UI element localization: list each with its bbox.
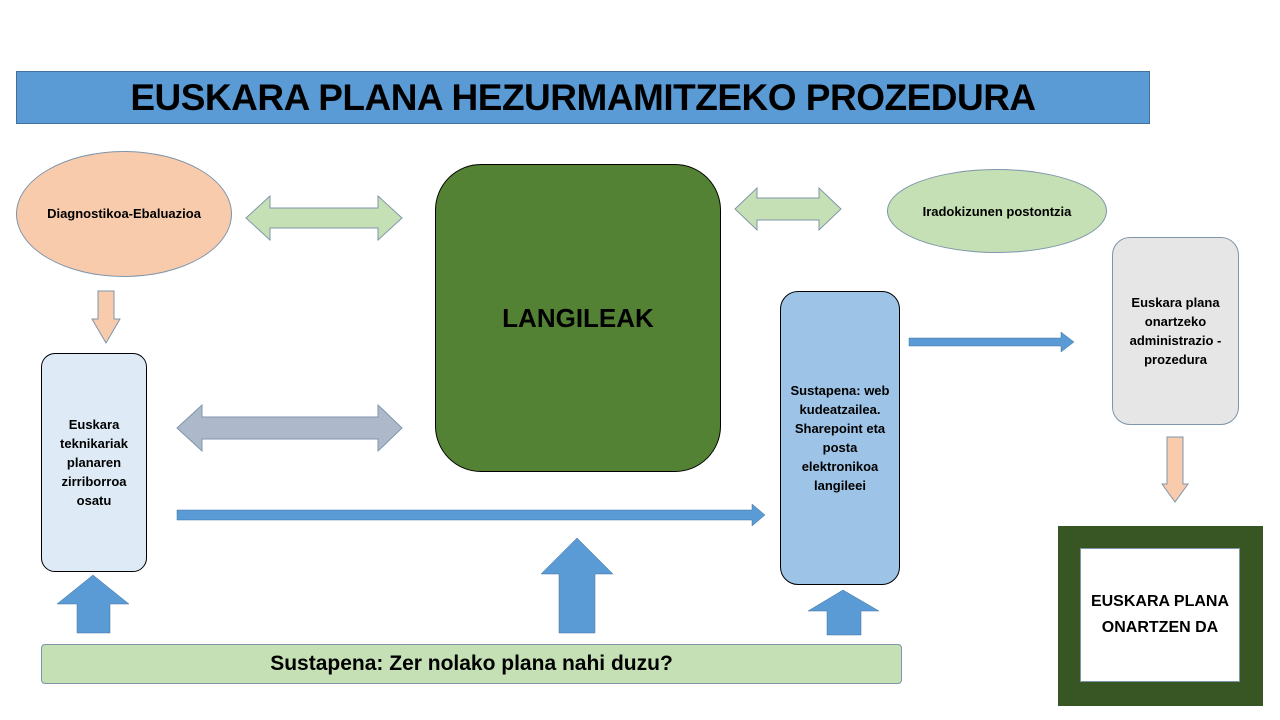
down-arrow-admin-onartzen <box>1161 436 1189 503</box>
node-sustapena-plana: Sustapena: Zer nolako plana nahi duzu? <box>41 644 902 684</box>
diagram-title: EUSKARA PLANA HEZURMAMITZEKO PROZEDURA <box>16 71 1150 124</box>
node-diagnostikoa: Diagnostikoa-Ebaluazioa <box>16 151 232 277</box>
double-arrow-diag-langileak <box>245 194 403 242</box>
arrow-teknik-sustapena-web <box>176 503 766 527</box>
double-arrow-teknik-langileak <box>176 403 403 453</box>
node-langileak: LANGILEAK <box>435 164 721 472</box>
up-arrow-bottom-langileak <box>540 537 614 634</box>
down-arrow-diag-teknik <box>91 290 121 344</box>
node-sustapena-web: Sustapena: web kudeatzailea. Sharepoint … <box>780 291 900 585</box>
up-arrow-bottom-sustapena-web <box>807 589 880 636</box>
node-iradokizunen-postontzia: Iradokizunen postontzia <box>887 169 1107 253</box>
node-onartzen: EUSKARA PLANA ONARTZEN DA <box>1080 548 1240 682</box>
double-arrow-langileak-iradok <box>734 186 842 232</box>
up-arrow-bottom-teknik <box>56 574 130 634</box>
node-euskara-teknikariak: Euskara teknikariak planaren zirriborroa… <box>41 353 147 572</box>
arrow-sustapena-web-admin <box>908 331 1075 353</box>
node-administrazio-prozedura: Euskara plana onartzeko administrazio -p… <box>1112 237 1239 425</box>
